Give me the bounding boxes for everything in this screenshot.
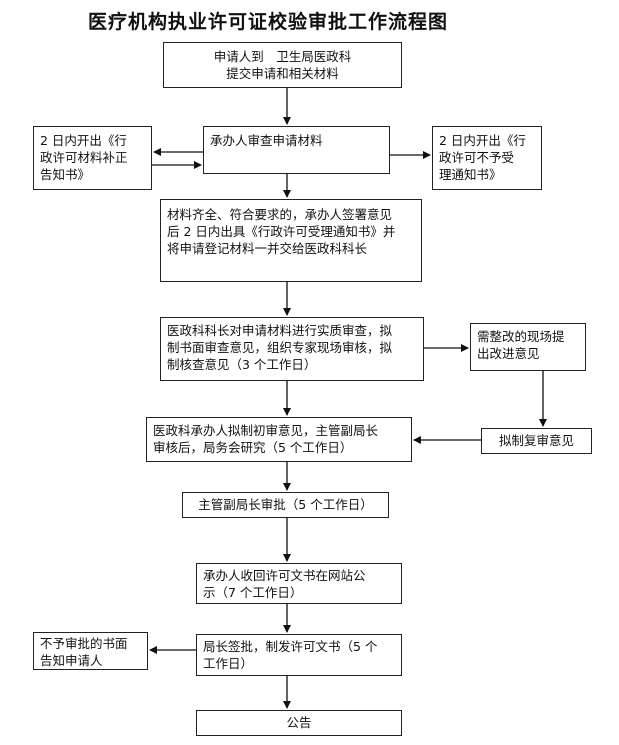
node-correction-notice-line: 政许可材料补正: [40, 150, 128, 165]
node-issue: 局长签批，制发许可文书（5 个 工作日）: [196, 634, 402, 676]
node-review: 承办人审查申请材料: [203, 126, 390, 174]
node-rejection-notice-line: 理通知书》: [439, 167, 502, 182]
node-denial-notice: 不予审批的书面 告知申请人: [33, 632, 148, 670]
node-preliminary-line: 医政科承办人拟制初审意见，主管副局长: [153, 423, 379, 438]
node-apply-line: 提交申请和相关材料: [226, 66, 339, 81]
node-accept-line: 材料齐全、符合要求的，承办人签署意见: [167, 207, 393, 222]
node-announce: 公告: [196, 710, 402, 736]
node-publicity-line: 示（7 个工作日）: [203, 585, 303, 600]
node-correction-notice-line: 2 日内开出《行: [40, 133, 127, 148]
node-deputy-approval-line: 主管副局长审批（5 个工作日）: [198, 497, 373, 512]
node-rejection-notice-line: 政许可不予受: [439, 150, 515, 165]
node-accept-line: 后 2 日内出具《行政许可受理通知书》并: [167, 224, 396, 239]
node-re-review: 拟制复审意见: [481, 428, 592, 454]
node-denial-notice-line: 不予审批的书面: [40, 636, 128, 651]
node-rectify-line: 需整改的现场提: [477, 329, 565, 344]
node-apply-line: 申请人到 卫生局医政科: [213, 49, 352, 64]
node-announce-line: 公告: [286, 715, 312, 730]
node-publicity-line: 承办人收回许可文书在网站公: [203, 568, 366, 583]
node-preliminary: 医政科承办人拟制初审意见，主管副局长 审核后，局务会研究（5 个工作日）: [146, 417, 412, 462]
node-substantive-review: 医政科科长对申请材料进行实质审查，拟 制书面审查意见，组织专家现场审核，拟 制核…: [160, 317, 424, 381]
node-substantive-review-line: 医政科科长对申请材料进行实质审查，拟: [167, 323, 393, 338]
page-title: 医疗机构执业许可证校验审批工作流程图: [88, 11, 449, 33]
node-substantive-review-line: 制书面审查意见，组织专家现场审核，拟: [167, 340, 393, 355]
node-correction-notice-line: 告知书》: [40, 167, 91, 182]
node-publicity: 承办人收回许可文书在网站公 示（7 个工作日）: [196, 563, 402, 604]
node-denial-notice-line: 告知申请人: [40, 653, 103, 668]
node-accept-line: 将申请登记材料一并交给医政科科长: [167, 241, 368, 256]
node-re-review-line: 拟制复审意见: [498, 433, 574, 448]
node-substantive-review-line: 制核查意见（3 个工作日）: [167, 357, 317, 372]
node-preliminary-line: 审核后，局务会研究（5 个工作日）: [153, 440, 353, 455]
node-accept: 材料齐全、符合要求的，承办人签署意见 后 2 日内出具《行政许可受理通知书》并 …: [160, 199, 422, 282]
node-rectify: 需整改的现场提 出改进意见: [470, 323, 586, 371]
node-rejection-notice-line: 2 日内开出《行: [439, 133, 526, 148]
node-rejection-notice: 2 日内开出《行 政许可不予受 理通知书》: [432, 126, 542, 190]
node-rectify-line: 出改进意见: [477, 346, 540, 361]
node-apply: 申请人到 卫生局医政科 提交申请和相关材料: [163, 42, 402, 88]
node-issue-line: 工作日）: [203, 656, 254, 671]
node-review-line: 承办人审查申请材料: [210, 133, 323, 148]
node-issue-line: 局长签批，制发许可文书（5 个: [203, 639, 378, 654]
node-correction-notice: 2 日内开出《行 政许可材料补正 告知书》: [33, 126, 152, 190]
node-deputy-approval: 主管副局长审批（5 个工作日）: [182, 492, 389, 518]
